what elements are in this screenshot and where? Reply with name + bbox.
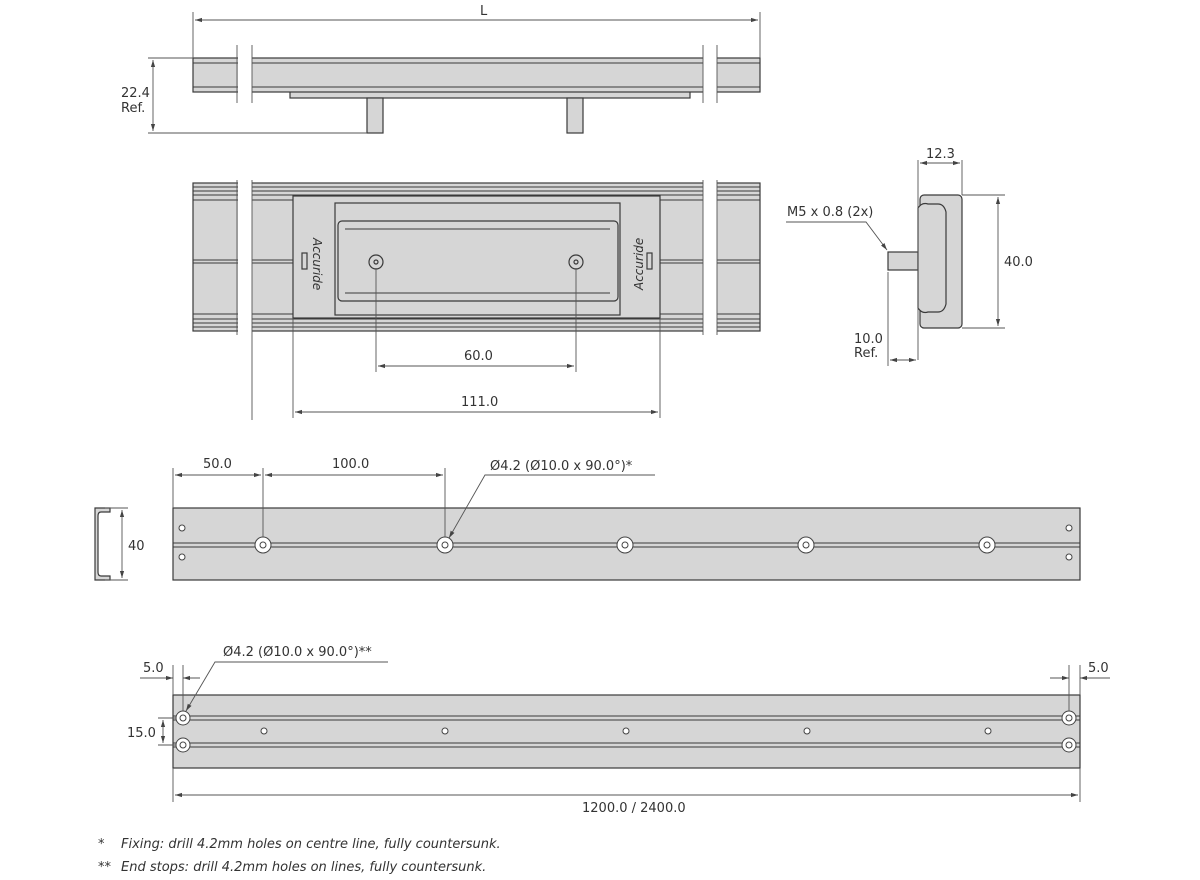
width-dimension: 12.3 xyxy=(926,147,955,162)
hole-spacing-dimension: 60.0 xyxy=(464,349,493,364)
hole-pitch-dimension: 100.0 xyxy=(332,457,369,472)
length-label: L xyxy=(480,4,488,19)
left-edge-dimension: 5.0 xyxy=(143,661,164,676)
accuride-logo: Accuride xyxy=(632,238,646,291)
first-hole-dimension: 50.0 xyxy=(203,457,232,472)
height-dimension: 40.0 xyxy=(1004,255,1033,270)
line-spacing-dimension: 15.0 xyxy=(127,726,156,741)
accuride-logo: Accuride xyxy=(310,237,324,290)
stud-ref: Ref. xyxy=(854,346,878,361)
height-dimension: 22.4 xyxy=(121,86,150,101)
endstop-hole-callout: Ø4.2 (Ø10.0 x 90.0°)** xyxy=(223,645,372,660)
note-mark: ** xyxy=(98,860,112,875)
rail-length-dimension: 1200.0 / 2400.0 xyxy=(582,801,686,816)
notes: * Fixing: drill 4.2mm holes on centre li… xyxy=(98,837,501,875)
side-view: L 22.4 Ref. xyxy=(121,4,761,134)
end-view: 12.3 40.0 M5 x 0.8 (2x) 10.0 Ref. xyxy=(786,147,1033,366)
carrier-length-dimension: 111.0 xyxy=(461,395,498,410)
fixing-hole-callout: Ø4.2 (Ø10.0 x 90.0°)* xyxy=(490,459,633,474)
right-edge-dimension: 5.0 xyxy=(1088,661,1109,676)
plan-view: Accuride Accuride 60.0 111.0 xyxy=(192,176,761,420)
endstop-view: 5.0 5.0 15.0 Ø4.2 (Ø10.0 x 90.0°)** 1200… xyxy=(127,645,1110,816)
profile-height-dimension: 40 xyxy=(128,539,145,554)
note-endstops: End stops: drill 4.2mm holes on lines, f… xyxy=(121,860,486,875)
fixing-view: 40 50.0 100.0 Ø4.2 (Ø10.0 x 90.0°)* xyxy=(94,457,1081,581)
stud-dimension: 10.0 xyxy=(854,332,883,347)
height-ref: Ref. xyxy=(121,101,145,116)
note-fixing: Fixing: drill 4.2mm holes on centre line… xyxy=(121,837,501,852)
note-mark: * xyxy=(98,837,105,852)
thread-callout: M5 x 0.8 (2x) xyxy=(787,205,873,220)
